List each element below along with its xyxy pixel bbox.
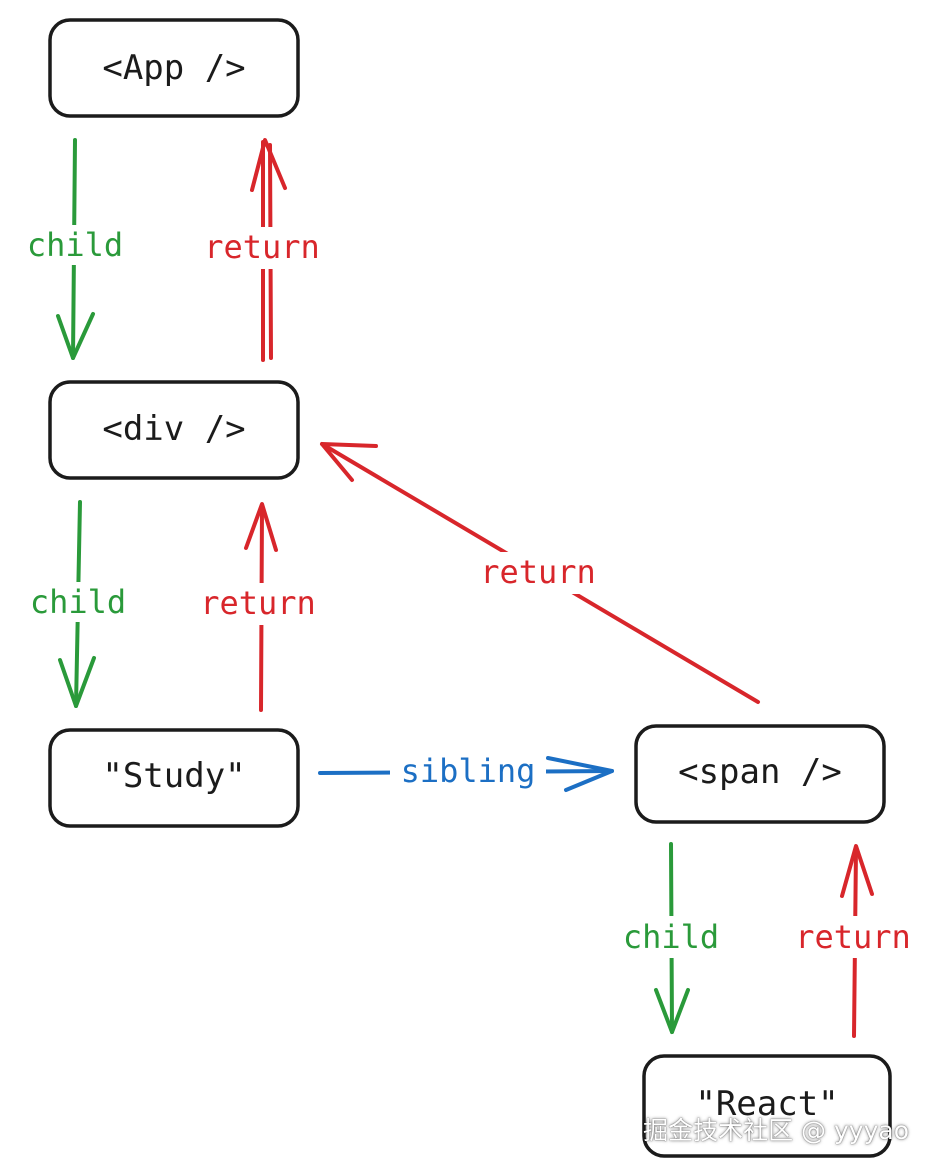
edge-div-app-return: return — [196, 138, 330, 362]
edge-label-return: return — [480, 553, 596, 591]
edge-label-child: child — [623, 918, 719, 956]
edge-label-child: child — [30, 583, 126, 621]
node-div: <div /> — [48, 380, 300, 480]
edge-label-child: child — [27, 226, 123, 264]
node-react-label: "React" — [695, 1084, 838, 1124]
edge-react-span-return: return — [786, 844, 922, 1038]
node-app: <App /> — [48, 18, 300, 118]
edge-label-sibling: sibling — [401, 752, 536, 790]
node-div-label: <div /> — [102, 409, 245, 449]
edge-study-span-sibling: sibling — [318, 751, 614, 793]
edge-div-study-child: child — [20, 500, 136, 708]
edge-span-div-return: return — [320, 442, 760, 704]
edge-span-react-child: child — [613, 842, 729, 1034]
node-react: "React" — [642, 1054, 892, 1158]
edge-label-return: return — [204, 228, 320, 266]
edge-study-div-return: return — [192, 502, 326, 712]
node-study: "Study" — [48, 728, 300, 828]
node-span: <span /> — [634, 724, 886, 824]
edge-label-return: return — [200, 584, 316, 622]
edge-app-div-child: child — [18, 138, 132, 360]
node-study-label: "Study" — [102, 756, 245, 796]
watermark: 掘金技术社区 @ yyyao — [643, 1116, 909, 1145]
node-app-label: <App /> — [102, 48, 245, 88]
edge-label-return: return — [795, 918, 911, 956]
node-span-label: <span /> — [678, 752, 842, 792]
